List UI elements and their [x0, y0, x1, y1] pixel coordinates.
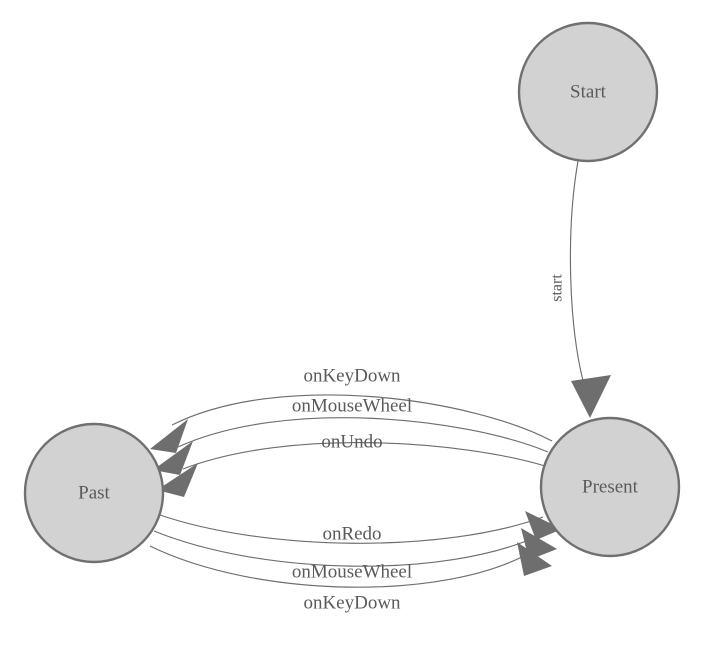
edge-past-to-present-onredo[interactable] [156, 511, 562, 544]
edge-present-to-past-onmousewheel[interactable] [153, 417, 549, 475]
edge-past-to-present-onmousewheel-path [153, 530, 539, 567]
node-start-circle [517, 21, 659, 163]
edge-present-to-past-onundo[interactable] [157, 442, 546, 497]
arrowhead-present-to-past-onkeydown [150, 419, 188, 453]
node-start[interactable]: Start [517, 21, 659, 163]
node-start-label: Start [570, 81, 607, 102]
edge-label-present-past-onmousewheel: onMouseWheel [292, 395, 412, 416]
edge-label-present-past-onkeydown: onKeyDown [303, 365, 401, 386]
node-present[interactable]: Present [539, 416, 681, 558]
edge-present-to-past-onundo-path [182, 442, 546, 470]
arrowhead-present-to-past-onundo [157, 463, 198, 497]
node-present-label: Present [582, 476, 639, 497]
node-past-label: Past [78, 482, 110, 503]
arrowhead-past-to-present-onredo [525, 511, 562, 540]
arrowhead-present-to-past-onmousewheel [153, 441, 193, 475]
edge-present-to-past-onmousewheel-path [177, 417, 549, 453]
edge-label-present-past-onundo: onUndo [321, 431, 382, 452]
edge-label-start: start [549, 274, 566, 302]
edge-present-to-past-onkeydown-path [171, 394, 553, 442]
edge-label-past-present-onkeydown: onKeyDown [303, 592, 401, 613]
arrowhead-start-to-present [571, 375, 611, 418]
edge-label-past-present-onredo: onRedo [322, 523, 381, 544]
edge-label-past-present-onmousewheel: onMouseWheel [292, 561, 412, 582]
node-present-circle [539, 416, 681, 558]
edge-past-to-present-onkeydown-path [149, 545, 534, 588]
edge-past-to-present-onredo-path [156, 513, 544, 544]
arrowhead-past-to-present-onkeydown [517, 542, 552, 576]
edge-start-to-present[interactable]: start [549, 160, 611, 418]
edge-start-to-present-path [569, 160, 587, 393]
node-past[interactable]: Past [23, 422, 165, 564]
edge-past-to-present-onkeydown[interactable] [149, 542, 552, 588]
edge-present-to-past-onkeydown[interactable] [150, 394, 553, 453]
node-past-circle [23, 422, 165, 564]
